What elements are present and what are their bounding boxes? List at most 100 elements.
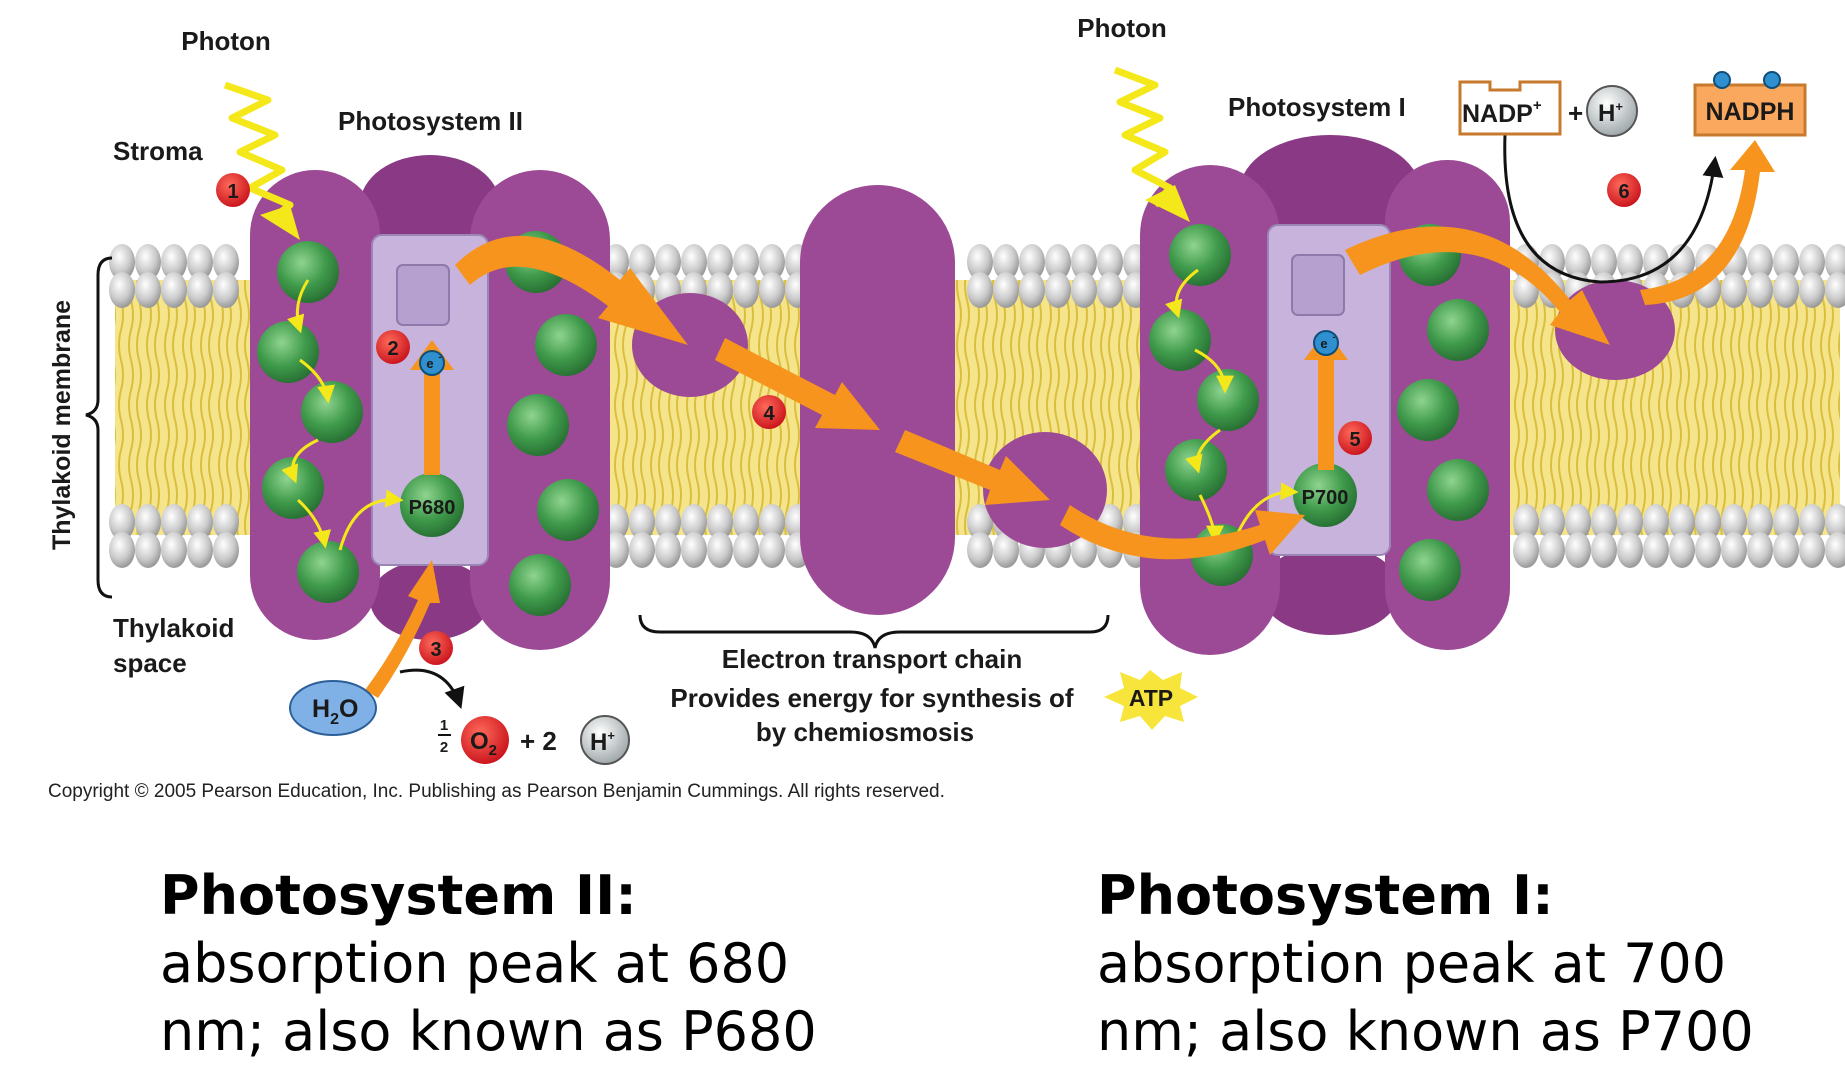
phospholipid-head (1695, 504, 1721, 540)
photosystem-ii-label: Photosystem II (338, 106, 523, 136)
phospholipid-head (1045, 272, 1071, 308)
phospholipid-head (1539, 504, 1565, 540)
plus-sign: + (1568, 98, 1583, 128)
p700-to-acceptor-arrow (1304, 330, 1348, 470)
phospholipid-head (1617, 532, 1643, 568)
svg-text:NADPH: NADPH (1706, 98, 1795, 126)
phospholipid-head (993, 532, 1019, 568)
thylakoid-space-label-line1: Thylakoid (113, 613, 234, 643)
pigment-molecule (1397, 379, 1459, 441)
step-badge-2: 2 (376, 330, 410, 364)
pigment-molecule (257, 321, 319, 383)
phospholipid-head (1747, 272, 1773, 308)
phospholipid-head (733, 244, 759, 280)
svg-text:O2: O2 (470, 728, 497, 759)
pigment-molecule (1399, 539, 1461, 601)
svg-text:H+: H+ (1598, 99, 1623, 127)
phospholipid-head (1045, 244, 1071, 280)
svg-text:-: - (439, 352, 442, 362)
pigment-molecule (1427, 299, 1489, 361)
phospholipid-head (967, 244, 993, 280)
phospholipid-head (1617, 244, 1643, 280)
p680-reaction-center (400, 473, 464, 537)
phospholipid-head (109, 532, 135, 568)
phospholipid-head (1747, 244, 1773, 280)
step-badge-1: 1 (216, 173, 250, 207)
phospholipid-head (1747, 504, 1773, 540)
oxygen-products: 1 2 O2 + 2 H+ (438, 715, 630, 765)
pigment-molecule (1197, 369, 1259, 431)
photosystem-i-caption: Photosystem I: absorption peak at 700 nm… (1097, 862, 1817, 1066)
p700-label: P700 (1302, 487, 1349, 509)
phospholipid-head (1643, 504, 1669, 540)
phospholipid-head (187, 272, 213, 308)
phospholipid-head (759, 504, 785, 540)
water-molecule: H2O (289, 680, 377, 736)
phospholipid-head (1513, 532, 1539, 568)
phospholipid-head (681, 532, 707, 568)
photosynthesis-light-reactions-diagram: P680 P700 (48, 13, 1845, 802)
step-badge-4: 4 (752, 395, 786, 429)
oxygen-release-arrow (399, 668, 465, 709)
phospholipid-head (109, 244, 135, 280)
phospholipid-head (1539, 532, 1565, 568)
photosystem-i-label: Photosystem I (1228, 92, 1406, 122)
energy-transfer-arrows (281, 268, 1299, 551)
pigment-molecule (1165, 439, 1227, 501)
phospholipid-head (733, 504, 759, 540)
etc-label: Electron transport chain (722, 644, 1023, 674)
copyright-notice: Copyright © 2005 Pearson Education, Inc.… (48, 781, 945, 802)
phospholipid-head (1773, 504, 1799, 540)
phospholipid-head (213, 244, 239, 280)
phospholipid-head (1669, 504, 1695, 540)
phospholipid-head (655, 532, 681, 568)
plastocyanin-to-p700-arrow (1060, 505, 1305, 560)
phospholipid-head (1721, 532, 1747, 568)
nadph-box: NADPH (1693, 71, 1807, 137)
phospholipid-head (1071, 272, 1097, 308)
membrane-bracket (85, 256, 113, 599)
electron-badge-psii: e - (419, 350, 445, 376)
phospholipid-head (1591, 244, 1617, 280)
phospholipid-head (1773, 532, 1799, 568)
phospholipid-head (655, 504, 681, 540)
phospholipid-head (109, 272, 135, 308)
phospholipid-head (629, 244, 655, 280)
cytochrome-to-plastocyanin-arrow (895, 430, 1050, 505)
phospholipid-head (759, 272, 785, 308)
phospholipid-head (187, 532, 213, 568)
phospholipid-head (187, 244, 213, 280)
phospholipid-head (213, 532, 239, 568)
plastoquinone-to-cytochrome-arrow (715, 338, 880, 430)
phospholipid-head (707, 504, 733, 540)
phospholipid-head (967, 532, 993, 568)
phospholipid-head (629, 532, 655, 568)
atp-starburst: ATP (1104, 670, 1198, 730)
svg-text:NADP+: NADP+ (1462, 97, 1542, 128)
phospholipid-head (1721, 272, 1747, 308)
thylakoid-space-label-line2: space (113, 648, 187, 678)
phospholipid-head (1617, 504, 1643, 540)
electron-flow-arrows (365, 140, 1775, 698)
phospholipid-head (1097, 244, 1123, 280)
svg-text:+ 2: + 2 (520, 726, 557, 756)
phospholipid-head (1825, 504, 1845, 540)
psi-to-reductase-arrow (1345, 226, 1610, 345)
svg-text:e: e (426, 356, 433, 371)
svg-text:e: e (1320, 336, 1327, 351)
phospholipid-head (1695, 532, 1721, 568)
svg-text:5: 5 (1349, 429, 1360, 451)
phospholipid-head (1825, 244, 1845, 280)
phospholipid-head (135, 272, 161, 308)
electron-badge-psi: e - (1313, 330, 1339, 356)
pigment-molecule (297, 541, 359, 603)
phospholipid-head (629, 504, 655, 540)
phospholipid-head (1565, 532, 1591, 568)
phospholipid-head (733, 532, 759, 568)
photosystem-i-caption-title: Photosystem I: (1097, 864, 1554, 927)
phospholipid-head (187, 504, 213, 540)
psii-to-plastoquinone-arrow (455, 235, 688, 345)
phospholipid-head (1799, 532, 1825, 568)
phospholipid-head (1799, 504, 1825, 540)
phospholipid-head (707, 532, 733, 568)
